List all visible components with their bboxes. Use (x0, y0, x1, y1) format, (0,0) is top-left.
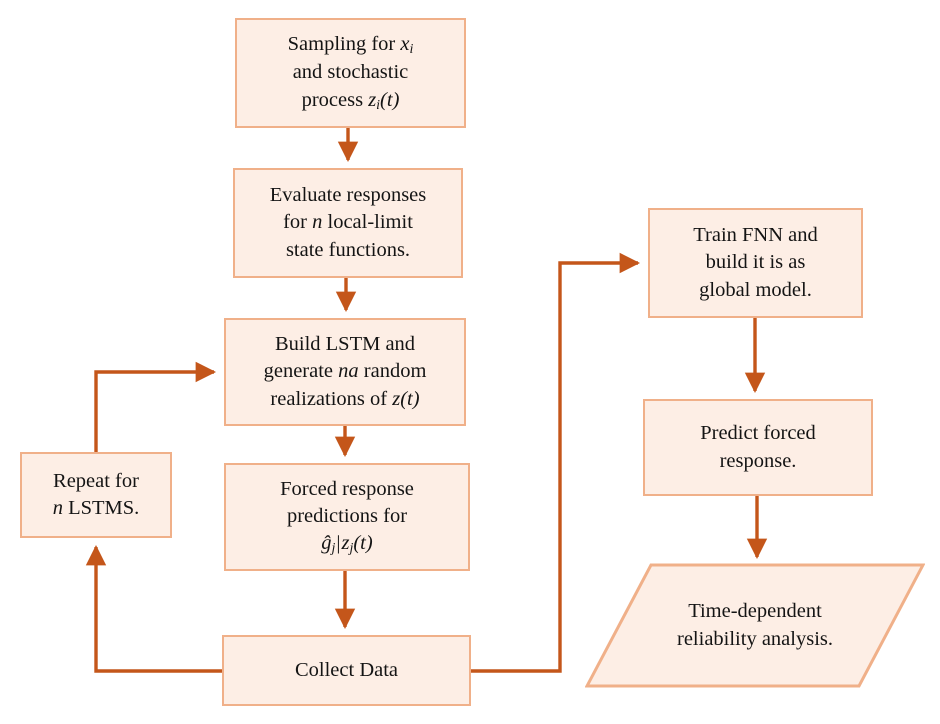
node-collect-data[interactable]: Collect Data (222, 635, 471, 706)
edge-repeat-to-build-lstm (94, 361, 217, 452)
edge-collect-data-to-repeat (85, 544, 222, 673)
node-collect-data-label: Collect Data (294, 658, 399, 681)
